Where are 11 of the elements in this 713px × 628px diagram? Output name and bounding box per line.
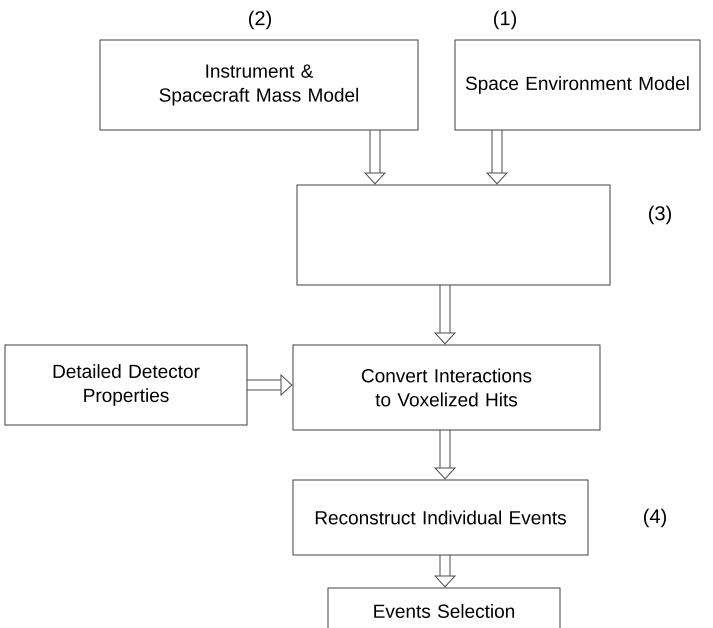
process-box: Events Selection — [328, 588, 560, 628]
process-box: Convert Interactions to Voxelized Hits — [292, 344, 600, 430]
step-number: (1) — [494, 10, 516, 30]
process-box: Instrument & Spacecraft Mass Model — [100, 40, 418, 130]
step-number: (4) — [644, 508, 666, 528]
process-box: Detailed Detector Properties — [4, 344, 248, 426]
process-box: Space Environment Model — [454, 40, 700, 130]
step-number: (3) — [649, 206, 671, 224]
process-box — [296, 184, 610, 286]
process-box: Reconstruct Individual Events — [292, 480, 588, 556]
step-number: (2) — [249, 10, 271, 30]
